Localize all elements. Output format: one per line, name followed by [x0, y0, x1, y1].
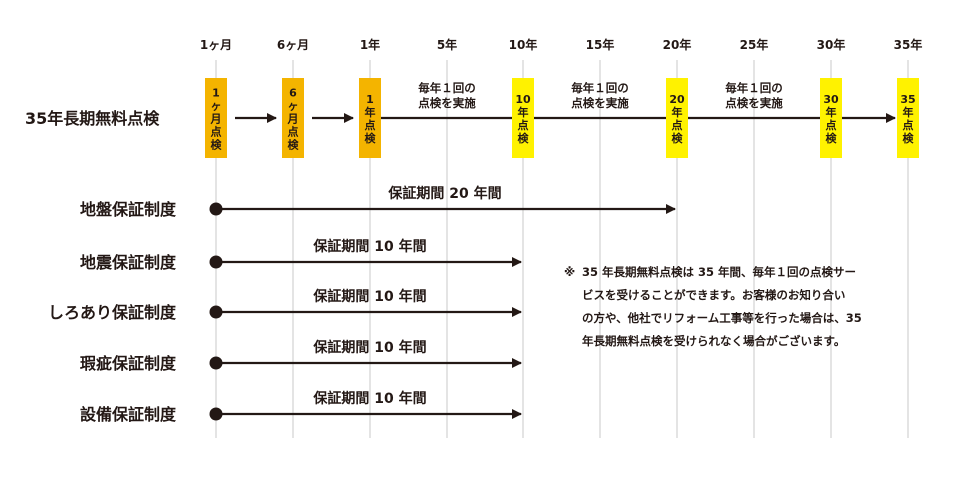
- inspection-marker-char: 1: [212, 87, 220, 100]
- inspection-marker-char: 10: [515, 93, 531, 106]
- inspection-marker-char: 検: [211, 138, 223, 152]
- inspection-marker-char: 35: [900, 93, 915, 106]
- inspection-marker-char: 年: [518, 105, 529, 119]
- inspection-marker-char: 点: [211, 125, 222, 139]
- inspection-marker-char: 年: [672, 105, 683, 119]
- tick-label: 20年: [663, 37, 692, 52]
- warranty-label: 設備保証制度: [80, 405, 177, 424]
- yearly-inspection-note: 毎年１回の: [725, 81, 783, 95]
- warranty-start-dot: [209, 255, 223, 269]
- warranty-row: しろあり保証制度 保証期間 10 年間: [48, 288, 522, 322]
- warranty-label: しろあり保証制度: [48, 303, 177, 322]
- inspection-marker-char: 20: [669, 93, 685, 106]
- note-line: 35 年長期無料点検は 35 年間、毎年１回の点検サー: [582, 265, 856, 279]
- warranty-start-dot: [209, 356, 223, 370]
- inspection-marker-char: 年: [903, 105, 914, 119]
- tick-label: 35年: [894, 37, 923, 52]
- yearly-inspection-note: 毎年１回の: [418, 81, 476, 95]
- tick-label: 1ヶ月: [200, 38, 232, 52]
- inspection-marker-char: 検: [288, 138, 300, 152]
- warranty-start-dot: [209, 305, 223, 319]
- inspection-marker-box: [205, 78, 227, 158]
- tick-label: 6ヶ月: [277, 38, 309, 52]
- inspection-marker-box: [666, 78, 688, 158]
- tick-label: 15年: [586, 37, 615, 52]
- inspection-marker-char: 月: [287, 113, 299, 126]
- yearly-inspection-note: 点検を実施: [418, 96, 476, 110]
- inspection-marker-char: 検: [672, 131, 684, 145]
- warranty-row: 地盤保証制度 保証期間 20 年間: [80, 185, 676, 219]
- inspection-marker-char: 点: [365, 118, 376, 132]
- inspection-marker-char: 1: [366, 93, 374, 106]
- inspection-marker-char: 年: [826, 105, 837, 119]
- inspection-marker-box: [512, 78, 534, 158]
- tick-label: 1年: [360, 37, 380, 52]
- note-line: 年長期無料点検を受けられなく場合がございます。: [582, 334, 845, 348]
- note-line: の方や、他社でリフォーム工事等を行った場合は、35: [582, 311, 862, 325]
- warranty-label: 瑕疵保証制度: [80, 354, 177, 373]
- inspection-marker-char: 30: [823, 93, 839, 106]
- inspection-marker-char: 点: [672, 118, 683, 132]
- tick-label: 10年: [509, 37, 538, 52]
- yearly-inspection-note: 点検を実施: [571, 96, 629, 110]
- warranty-period: 保証期間 10 年間: [312, 288, 426, 305]
- inspection-label: 35年長期無料点検: [25, 109, 160, 128]
- warranty-row: 瑕疵保証制度 保証期間 10 年間: [80, 339, 522, 373]
- tick-label: 5年: [437, 37, 457, 52]
- inspection-marker-char: 点: [903, 118, 914, 132]
- inspection-marker-char: ヶ: [211, 100, 222, 113]
- warranty-period: 保証期間 10 年間: [312, 238, 426, 255]
- footnote: ※ 35 年長期無料点検は 35 年間、毎年１回の点検サービスを受けることができま…: [564, 265, 862, 348]
- inspection-marker-box: [820, 78, 842, 158]
- warranty-period: 保証期間 10 年間: [312, 339, 426, 356]
- inspection-marker-char: 検: [365, 131, 377, 145]
- yearly-inspection-note: 点検を実施: [725, 96, 783, 110]
- inspection-marker-char: 年: [365, 105, 376, 119]
- inspection-marker-box: [359, 78, 381, 158]
- inspection-marker-char: 検: [518, 131, 530, 145]
- warranty-period: 保証期間 20 年間: [387, 185, 501, 202]
- inspection-marker-char: ヶ: [288, 100, 299, 113]
- timeline-tick-labels: 1ヶ月 6ヶ月 1年 5年 10年 15年 20年 25年 30年 35年: [200, 37, 923, 52]
- inspection-marker-char: 検: [903, 131, 915, 145]
- warranty-start-dot: [209, 202, 223, 216]
- note-line: ビスを受けることができます。お客様のお知り合い: [582, 288, 845, 302]
- inspection-marker-char: 検: [826, 131, 838, 145]
- note-mark: ※: [564, 265, 575, 279]
- inspection-row: 35年長期無料点検毎年１回の点検を実施毎年１回の点検を実施毎年１回の点検を実施1…: [25, 78, 919, 158]
- inspection-marker-char: 月: [210, 113, 222, 126]
- inspection-marker-char: 点: [518, 118, 529, 132]
- tick-label: 30年: [817, 37, 846, 52]
- tick-label: 25年: [740, 37, 769, 52]
- warranty-label: 地盤保証制度: [80, 200, 177, 219]
- warranty-start-dot: [209, 407, 223, 421]
- inspection-marker-char: 点: [826, 118, 837, 132]
- inspection-marker-box: [282, 78, 304, 158]
- warranty-period: 保証期間 10 年間: [312, 390, 426, 407]
- warranty-row: 地震保証制度 保証期間 10 年間: [80, 238, 522, 272]
- warranty-label: 地震保証制度: [80, 253, 177, 272]
- yearly-inspection-note: 毎年１回の: [571, 81, 629, 95]
- warranty-row: 設備保証制度 保証期間 10 年間: [80, 390, 522, 424]
- inspection-marker-box: [897, 78, 919, 158]
- inspection-marker-char: 点: [288, 125, 299, 139]
- inspection-marker-char: 6: [289, 87, 297, 100]
